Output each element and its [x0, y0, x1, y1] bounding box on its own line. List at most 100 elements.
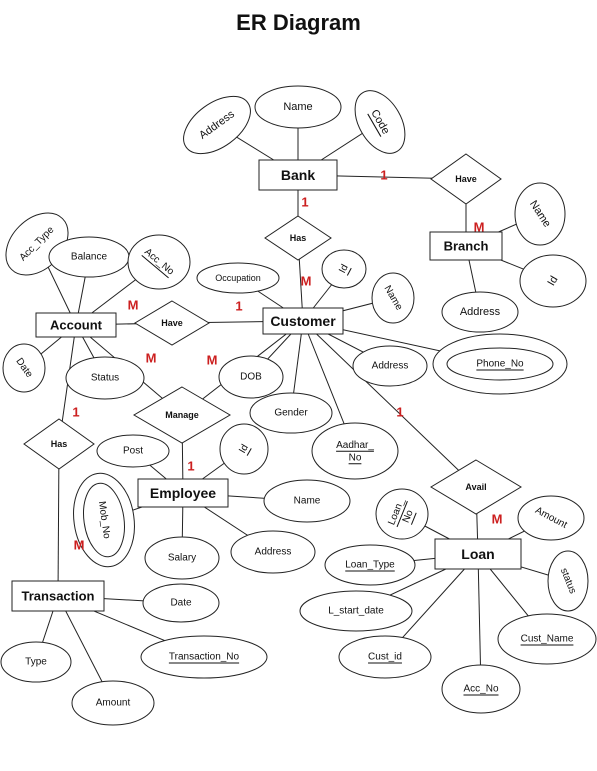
loan-status-attribute: status — [547, 550, 589, 612]
employee-id-attribute: Id — [219, 423, 269, 475]
l-start-date-ellipse — [299, 590, 413, 632]
post-label: Post — [123, 446, 143, 457]
post-attribute: Post — [96, 434, 170, 468]
manage-label: Manage — [165, 410, 199, 420]
has-bank-customer-diamond — [264, 215, 332, 261]
transaction-amount-ellipse — [71, 680, 155, 726]
transaction-entity: Transaction — [11, 580, 105, 612]
customer-entity: Customer — [262, 307, 344, 335]
loan-no-attribute: Loan_No — [375, 488, 429, 540]
transaction-type-label: Type — [25, 657, 47, 668]
have-bank-branch-relationship: Have — [430, 153, 502, 205]
salary-label: Salary — [168, 553, 196, 564]
acc-no-attribute: Acc_No — [127, 234, 191, 290]
cust-name-label: Cust_Name — [521, 634, 574, 645]
cardinality-label-10: 1 — [396, 405, 403, 420]
salary-attribute: Salary — [144, 536, 220, 580]
mob-no-attribute: Mob_No — [73, 472, 135, 568]
branch-entity: Branch — [429, 231, 503, 261]
loan-no-ellipse — [375, 488, 429, 540]
branch-name-attribute: Name — [514, 182, 566, 246]
have-bank-branch-label: Have — [455, 174, 477, 184]
transaction-amount-attribute: Amount — [71, 680, 155, 726]
transaction-entity-box — [11, 580, 105, 612]
l-start-date-label: L_start_date — [328, 606, 384, 617]
loan-type-ellipse — [324, 544, 416, 586]
branch-name-ellipse — [514, 182, 566, 246]
customer-address-attribute: Address — [352, 345, 428, 387]
cardinality-label-6: M — [146, 351, 157, 366]
phone-no-label: Phone_No — [476, 359, 524, 370]
cardinality-label-8: 1 — [72, 405, 79, 420]
bank-name-ellipse — [254, 85, 342, 129]
gender-label: Gender — [274, 408, 308, 419]
edge-customer-to-avail — [302, 320, 477, 488]
avail-relationship: Avail — [430, 459, 522, 515]
account-status-ellipse — [65, 356, 145, 400]
employee-entity-box — [137, 478, 229, 508]
occupation-ellipse — [196, 262, 280, 294]
customer-id-attribute: Id — [321, 249, 367, 289]
aadhar-no-ellipse — [311, 422, 399, 480]
bank-code-attribute: Code — [354, 90, 406, 154]
customer-name-ellipse — [371, 272, 415, 324]
aadhar-no-label-line1: Aadhar_ — [336, 439, 374, 450]
have-account-customer-diamond — [134, 300, 210, 346]
loan-entity: Loan — [434, 538, 522, 570]
employee-id-ellipse — [219, 423, 269, 475]
dob-attribute: DOB — [218, 355, 284, 399]
loan-acc-no-ellipse — [441, 664, 521, 714]
mob-no-inner-ellipse — [83, 482, 125, 558]
loan-type-attribute: Loan_Type — [324, 544, 416, 586]
loan-entity-box — [434, 538, 522, 570]
bank-entity-box — [258, 159, 338, 191]
avail-diamond — [430, 459, 522, 515]
branch-id-ellipse — [519, 254, 587, 308]
account-date-ellipse — [2, 343, 46, 393]
cardinality-label-2: 1 — [301, 195, 308, 210]
cust-id-attribute: Cust_id — [338, 635, 432, 679]
cust-id-label: Cust_id — [368, 652, 402, 663]
transaction-type-attribute: Type — [0, 641, 72, 683]
loan-acc-no-attribute: Acc_No — [441, 664, 521, 714]
customer-address-label: Address — [372, 361, 409, 372]
title-wrap: ER Diagram — [0, 10, 597, 36]
customer-id-ellipse — [321, 249, 367, 289]
has-account-transaction-relationship: Has — [23, 418, 95, 470]
cardinality-label-5: 1 — [235, 299, 242, 314]
dob-ellipse — [218, 355, 284, 399]
branch-address-attribute: Address — [441, 291, 519, 333]
occupation-attribute: Occupation — [196, 262, 280, 294]
salary-ellipse — [144, 536, 220, 580]
avail-label: Avail — [465, 482, 486, 492]
l-start-date-attribute: L_start_date — [299, 590, 413, 632]
loan-no-label-line2: No — [400, 508, 415, 524]
transaction-date-ellipse — [142, 583, 220, 623]
account-status-label: Status — [91, 373, 119, 384]
branch-address-ellipse — [441, 291, 519, 333]
transaction-amount-label: Amount — [96, 698, 131, 709]
bank-code-ellipse — [354, 90, 406, 154]
branch-label: Branch — [444, 239, 489, 254]
mob-no-label: Mob_No — [96, 501, 112, 540]
bank-entity: Bank — [258, 159, 338, 191]
post-ellipse — [96, 434, 170, 468]
gender-ellipse — [249, 392, 333, 434]
acc-no-ellipse — [127, 234, 191, 290]
phone-no-attribute: Phone_No — [432, 333, 568, 395]
branch-id-attribute: Id — [519, 254, 587, 308]
employee-label: Employee — [150, 485, 216, 501]
customer-name-attribute: Name — [371, 272, 415, 324]
has-bank-customer-relationship: Has — [264, 215, 332, 261]
bank-address-attribute: Address — [183, 95, 251, 155]
has-account-transaction-label: Has — [51, 439, 68, 449]
have-bank-branch-diamond — [430, 153, 502, 205]
account-entity-box — [35, 312, 117, 338]
loan-type-label: Loan_Type — [345, 560, 395, 571]
cust-name-ellipse — [497, 613, 597, 665]
loan-status-ellipse — [547, 550, 589, 612]
phone-no-inner-ellipse — [446, 347, 554, 381]
balance-label: Balance — [71, 252, 108, 263]
employee-entity: Employee — [137, 478, 229, 508]
